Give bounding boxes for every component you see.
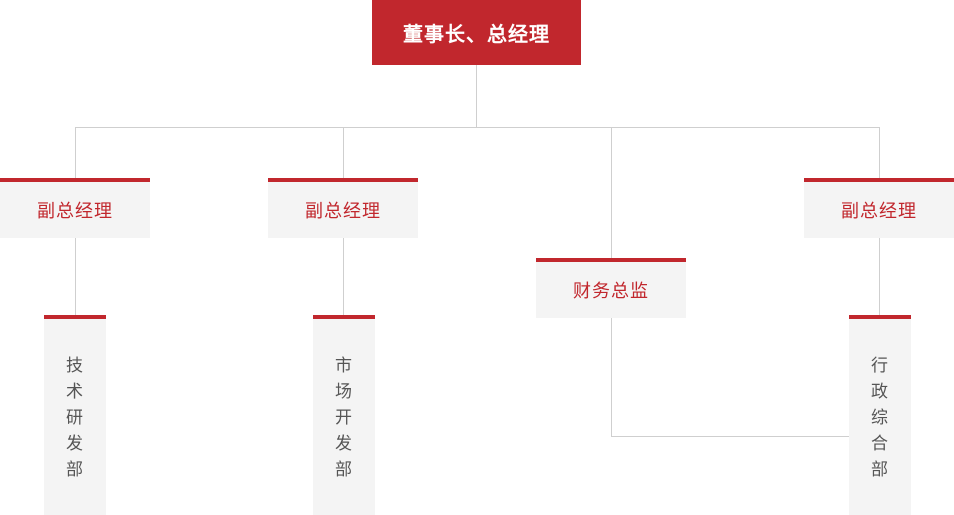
node-department-administration[interactable]: 行政综合部 xyxy=(849,315,911,515)
connector-drop-vp-1 xyxy=(75,127,76,178)
connector-level2-bus xyxy=(75,127,880,128)
node-chief-financial-officer[interactable]: 财务总监 xyxy=(536,258,686,318)
connector-cfo-elbow-vertical xyxy=(611,318,612,436)
connector-vp-2-to-dept-mkt xyxy=(343,238,344,317)
node-label: 副总经理 xyxy=(37,201,113,221)
node-label: 副总经理 xyxy=(841,201,917,221)
connector-vp-1-to-dept-rd xyxy=(75,238,76,317)
node-vice-general-manager-2[interactable]: 副总经理 xyxy=(268,178,418,238)
node-chairman-general-manager[interactable]: 董事长、总经理 xyxy=(372,0,581,65)
connector-drop-vp-3 xyxy=(879,127,880,178)
node-label: 副总经理 xyxy=(305,201,381,221)
node-label: 市场开发部 xyxy=(335,356,353,479)
node-department-market-development[interactable]: 市场开发部 xyxy=(313,315,375,515)
node-vice-general-manager-3[interactable]: 副总经理 xyxy=(804,178,954,238)
node-label: 行政综合部 xyxy=(871,356,889,479)
connector-cfo-elbow-horizontal xyxy=(611,436,849,437)
node-vice-general-manager-1[interactable]: 副总经理 xyxy=(0,178,150,238)
connector-drop-vp-2 xyxy=(343,127,344,178)
node-department-rd[interactable]: 技术研发部 xyxy=(44,315,106,515)
node-label: 董事长、总经理 xyxy=(403,24,550,46)
connector-drop-cfo xyxy=(611,127,612,258)
node-label: 技术研发部 xyxy=(66,356,84,479)
connector-root-trunk xyxy=(476,65,477,127)
node-label: 财务总监 xyxy=(573,281,649,301)
connector-vp-3-to-dept-admin xyxy=(879,238,880,317)
